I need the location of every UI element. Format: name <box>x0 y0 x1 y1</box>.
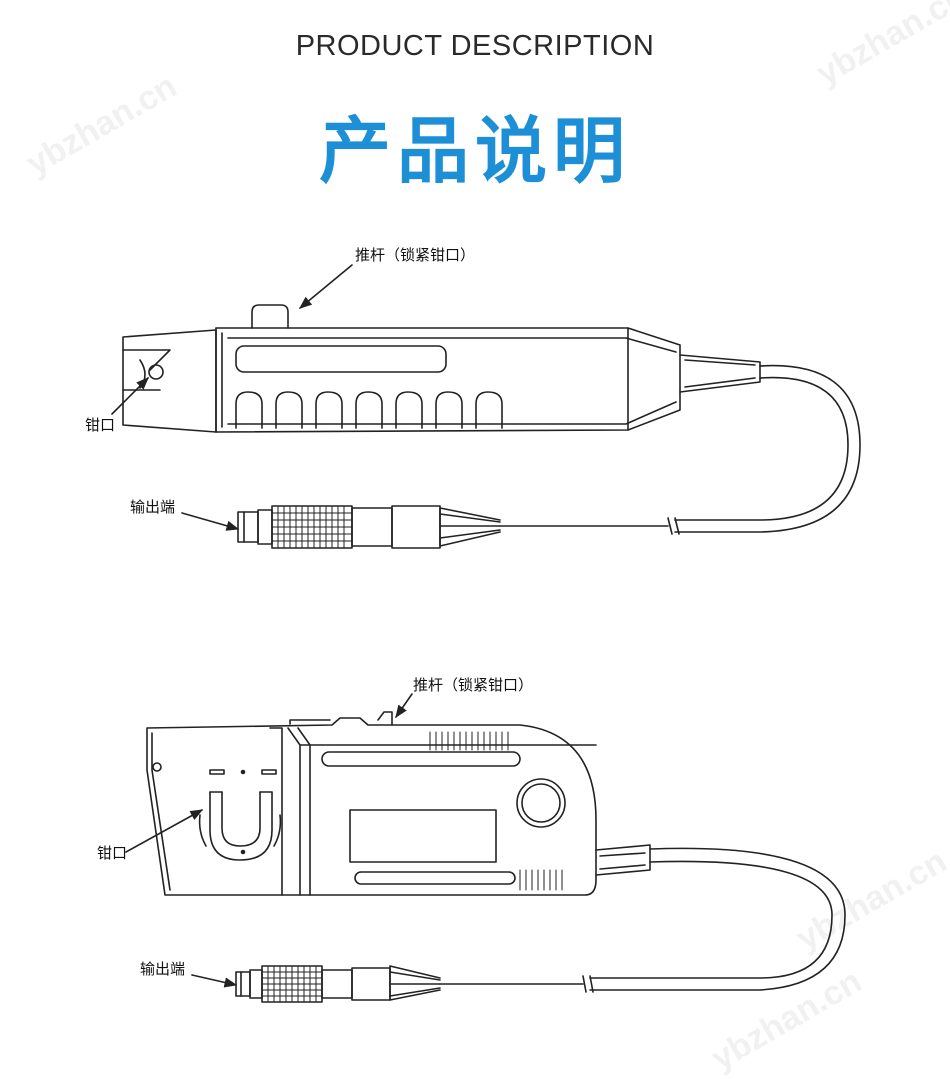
probe-clamp-drawing <box>146 711 846 1003</box>
page-title-chinese: 产品说明 <box>318 109 631 193</box>
output-label-top: 输出端 <box>130 498 176 516</box>
output-label-bottom: 输出端 <box>140 960 186 978</box>
push-rod-label-bottom: 推杆（锁紧钳口） <box>413 676 534 694</box>
page-title-english: PRODUCT DESCRIPTION <box>295 30 655 62</box>
push-rod-label-top: 推杆（锁紧钳口） <box>355 246 476 264</box>
jaw-label-top: 钳口 <box>85 416 116 434</box>
probe-pen-drawing <box>122 304 861 549</box>
jaw-label-bottom: 钳口 <box>97 844 128 862</box>
